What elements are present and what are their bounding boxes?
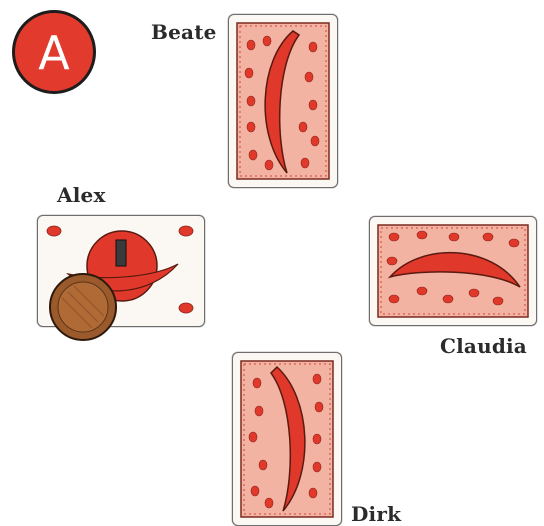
card-back-vertical-icon — [229, 15, 337, 187]
player-name-alex: Alex — [57, 183, 106, 207]
brown-chip-marker[interactable] — [48, 272, 118, 342]
player-name-claudia: Claudia — [440, 334, 527, 358]
card-claudia[interactable] — [369, 216, 537, 326]
player-name-beate: Beate — [151, 20, 217, 44]
round-letter: A — [38, 30, 69, 76]
chip-icon — [48, 272, 118, 342]
round-badge: A — [12, 10, 96, 94]
card-back-horizontal-icon — [370, 217, 536, 325]
card-beate[interactable] — [228, 14, 338, 188]
player-name-dirk: Dirk — [351, 502, 401, 526]
card-dirk[interactable] — [232, 352, 342, 526]
card-back-vertical-icon — [233, 353, 341, 525]
